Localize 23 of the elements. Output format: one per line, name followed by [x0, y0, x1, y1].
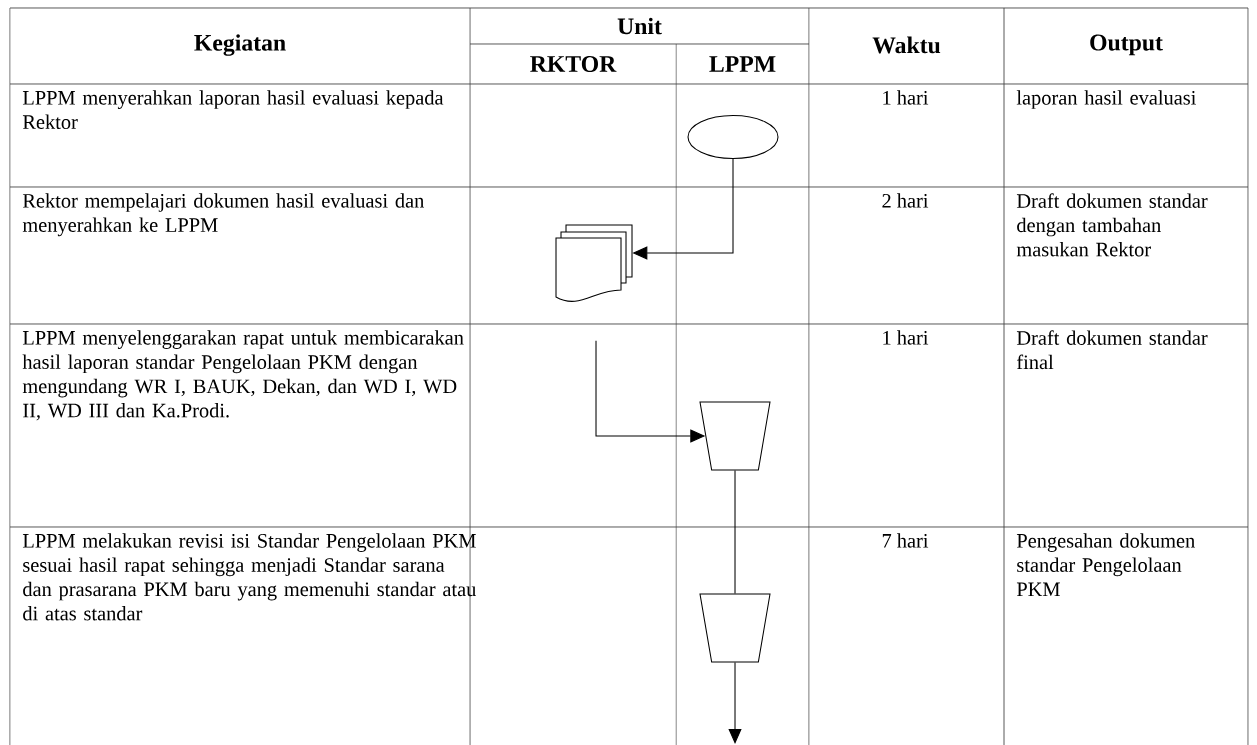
column-header: LPPM — [709, 56, 776, 72]
column-header: Output — [1090, 34, 1163, 56]
terminator-ellipse — [687, 114, 779, 160]
column-header: Waktu — [872, 36, 941, 54]
output-text: Pengesahan dokumen standar Pengelolaan PKM — [1016, 533, 1195, 596]
activity-text: LPPM melakukan revisi isi Standar Pengelolaan PKM sesuai hasil rapat sehingga menjadi Standar sarana dan prasarana PKM baru yang memenuhi standar atau di atas standar — [22, 533, 476, 621]
output-text: laporan hasil evaluasi — [1016, 90, 1196, 109]
arrow — [728, 662, 742, 744]
activity-text: LPPM menyelenggarakan rapat untuk membicarakan hasil laporan standar Pengelolaan PKM dengan mengundang WR I, BAUK, Dekan, dan WD I, WD II, WD III dan Ka.Prodi. — [22, 330, 464, 421]
activity-text: Rektor mempelajari dokumen hasil evaluasi dan menyerahkan ke LPPM — [22, 193, 424, 237]
duration-text: 1 hari — [883, 330, 929, 345]
activity-text: LPPM menyerahkan laporan hasil evaluasi kepada Rektor — [22, 90, 444, 129]
output-text: Draft dokumen standar final — [1016, 330, 1208, 370]
output-text: Draft dokumen standar dengan tambahan masukan Rektor — [1016, 193, 1208, 257]
duration-text: 2 hari — [882, 193, 929, 208]
column-header: RKTOR — [530, 56, 617, 72]
manual-operation-trapezoid — [699, 401, 771, 471]
duration-text: 1 hari — [883, 90, 929, 105]
column-header: Kegiatan — [194, 34, 286, 56]
column-header: Unit — [617, 17, 662, 35]
manual-operation-trapezoid — [699, 593, 771, 663]
document-stack-symbol — [555, 224, 633, 302]
duration-text: 7 hari — [882, 533, 929, 548]
